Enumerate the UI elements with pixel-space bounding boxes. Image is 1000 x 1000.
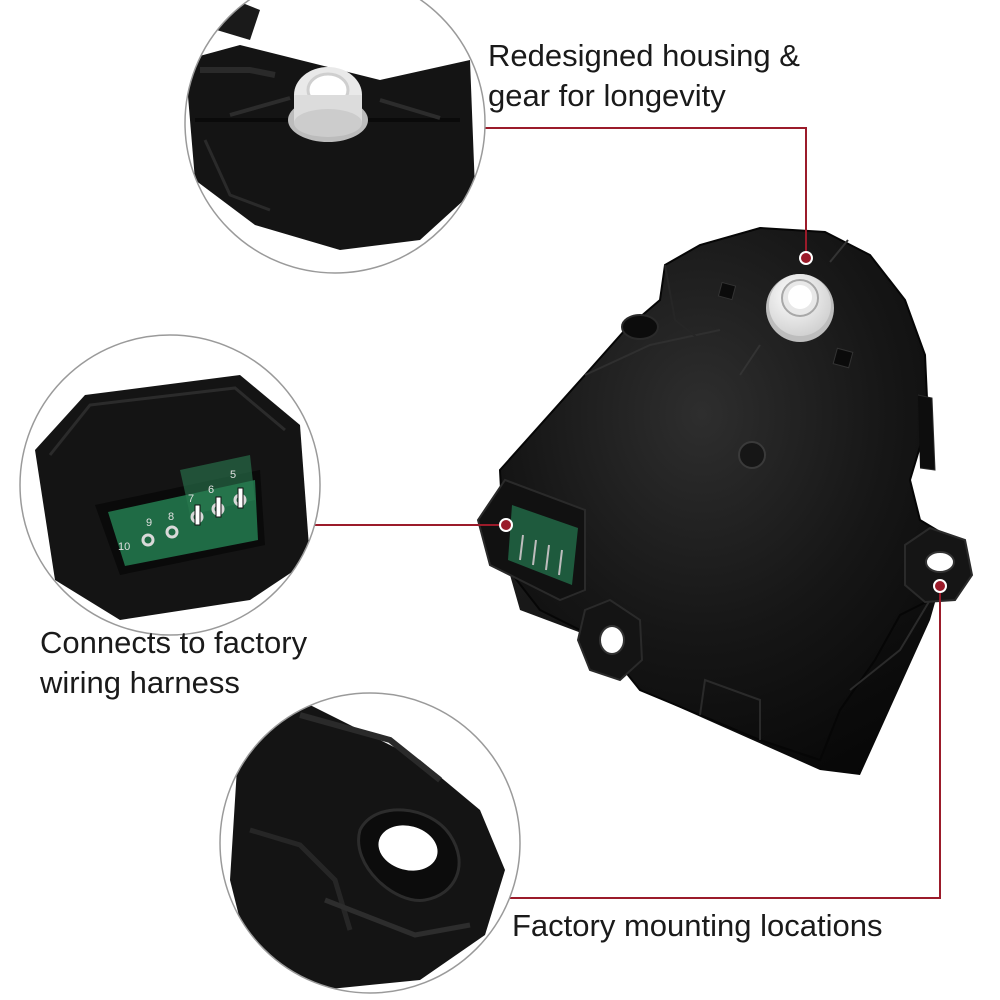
- pin-label: 7: [188, 493, 194, 505]
- callout-mounting: Factory mounting locations: [512, 906, 882, 946]
- pin-label: 9: [146, 517, 152, 529]
- actuator-connector: [476, 478, 586, 602]
- leader-dots: [499, 251, 947, 593]
- leader-lines: [302, 127, 941, 899]
- callout-harness: Connects to factory wiring harness: [40, 623, 307, 703]
- callout-housing-line1: Redesigned housing &: [488, 38, 800, 73]
- leader-dot-mount: [933, 579, 947, 593]
- actuator-gear: [766, 274, 834, 342]
- zoom-lens-connector: 10 9 8 7 6 5: [19, 334, 321, 636]
- callout-mounting-line1: Factory mounting locations: [512, 908, 883, 943]
- leader-dot-gear: [799, 251, 813, 265]
- callout-housing-line2: gear for longevity: [488, 78, 726, 113]
- callout-harness-line1: Connects to factory: [40, 625, 308, 660]
- mounting-ear-right: [904, 526, 974, 604]
- leader-line-mounting: [495, 586, 941, 899]
- pin-label: 8: [168, 511, 174, 523]
- pin-label: 6: [208, 484, 214, 496]
- callout-housing: Redesigned housing & gear for longevity: [488, 36, 800, 116]
- zoom-lens-gear: [184, 0, 486, 274]
- leader-line-housing: [460, 127, 807, 258]
- pin-label: 10: [118, 541, 130, 553]
- leader-dot-connector: [499, 518, 513, 532]
- pin-label: 5: [230, 469, 236, 481]
- zoom-lens-mount: [219, 692, 521, 994]
- actuator-body: [498, 226, 950, 775]
- mounting-ear-bottom: [576, 598, 644, 682]
- callout-harness-line2: wiring harness: [40, 665, 240, 700]
